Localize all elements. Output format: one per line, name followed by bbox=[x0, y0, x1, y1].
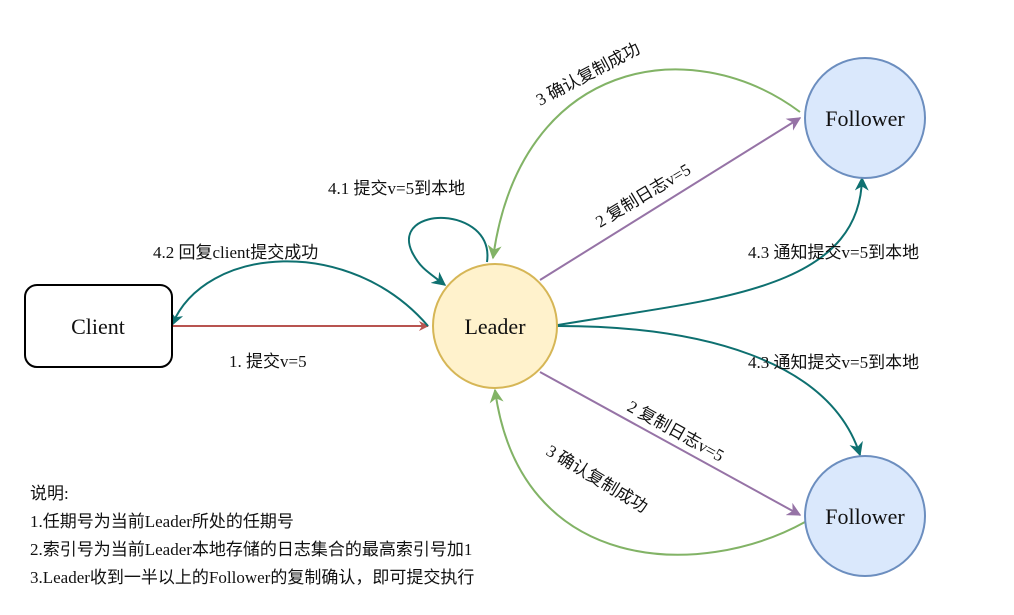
label-submit: 1. 提交v=5 bbox=[229, 352, 307, 371]
label-commit-local: 4.1 提交v=5到本地 bbox=[328, 179, 465, 198]
edge-replicate-bottom bbox=[539, 371, 802, 516]
notes-title: 说明: bbox=[30, 484, 69, 503]
edge-notify-bottom bbox=[551, 324, 863, 457]
note-item: 2.索引号为当前Leader本地存储的日志集合的最高索引号加1 bbox=[30, 540, 473, 559]
client-label: Client bbox=[71, 314, 125, 339]
follower-bottom-label: Follower bbox=[825, 504, 905, 529]
follower-bottom-node[interactable]: Follower bbox=[804, 455, 926, 577]
client-node[interactable]: Client bbox=[24, 284, 173, 368]
label-replicate-top: 2 复制日志v=5 bbox=[592, 160, 694, 232]
label-reply-client: 4.2 回复client提交成功 bbox=[153, 243, 318, 262]
edge-commit-local bbox=[408, 216, 489, 286]
leader-label: Leader bbox=[464, 314, 526, 339]
label-ack-bottom: 3 确认复制成功 bbox=[543, 441, 651, 516]
edge-notify-top bbox=[551, 176, 869, 327]
edge-ack-bottom bbox=[489, 388, 806, 556]
label-notify-top: 4.3 通知提交v=5到本地 bbox=[748, 243, 919, 262]
edge-replicate-top bbox=[539, 117, 802, 281]
note-item: 1.任期号为当前Leader所处的任期号 bbox=[30, 512, 294, 531]
note-item: 3.Leader收到一半以上的Follower的复制确认，即可提交执行 bbox=[30, 568, 475, 587]
notes-block: 说明: 1.任期号为当前Leader所处的任期号 2.索引号为当前Leader本… bbox=[30, 480, 474, 592]
follower-top-node[interactable]: Follower bbox=[804, 57, 926, 179]
label-notify-bottom: 4.3 通知提交v=5到本地 bbox=[748, 353, 919, 372]
label-replicate-bottom: 2 复制日志v=5 bbox=[624, 397, 727, 466]
follower-top-label: Follower bbox=[825, 106, 905, 131]
edge-ack-top bbox=[487, 68, 801, 260]
label-ack-top: 3 确认复制成功 bbox=[533, 39, 643, 110]
leader-node[interactable]: Leader bbox=[432, 263, 558, 389]
edge-reply-client bbox=[170, 260, 429, 327]
